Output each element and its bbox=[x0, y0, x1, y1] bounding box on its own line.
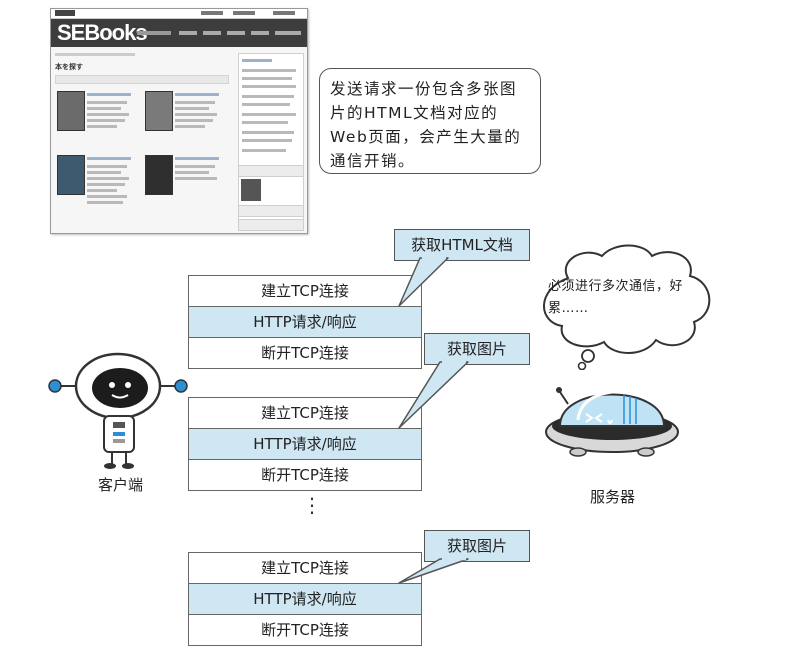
stack-row-http: HTTP请求/响应 bbox=[189, 428, 421, 459]
thumbnail-brand: SEBooks bbox=[57, 20, 148, 45]
callout-get-html: 获取HTML文档 bbox=[394, 229, 530, 261]
callout-get-image-2: 获取图片 bbox=[424, 530, 530, 562]
book-cover bbox=[145, 91, 173, 131]
stack-row-http: HTTP请求/响应 bbox=[189, 583, 421, 614]
stack-row-tcp-close: 断开TCP连接 bbox=[189, 614, 421, 645]
stack-row-tcp-open: 建立TCP连接 bbox=[261, 559, 349, 577]
book-cover bbox=[57, 91, 85, 131]
stack-row-tcp-open: 建立TCP连接 bbox=[261, 404, 349, 422]
explanation-note: 发送请求一份包含多张图片的HTML文档对应的Web页面，会产生大量的通信开销。 bbox=[319, 68, 541, 174]
explanation-text: 发送请求一份包含多张图片的HTML文档对应的Web页面，会产生大量的通信开销。 bbox=[330, 80, 522, 170]
book-cover bbox=[57, 155, 85, 195]
connection-stack-3: 建立TCP连接 HTTP请求/响应 断开TCP连接 bbox=[188, 552, 422, 646]
callout-pointer bbox=[398, 361, 469, 429]
connection-stack-1: 建立TCP连接 HTTP请求/响应 断开TCP连接 bbox=[188, 275, 422, 369]
thumbnail-heading: 本を探す bbox=[55, 63, 83, 71]
callout-pointer bbox=[398, 257, 449, 307]
connection-stack-2: 建立TCP连接 HTTP请求/响应 断开TCP连接 bbox=[188, 397, 422, 491]
thumbnail-top-strip bbox=[51, 9, 307, 19]
callout-pointer bbox=[398, 558, 469, 584]
stack-row-tcp-close: 断开TCP连接 bbox=[189, 459, 421, 490]
stack-row-tcp-open: 建立TCP连接 bbox=[261, 282, 349, 300]
server-label: 服务器 bbox=[590, 488, 636, 506]
callout-get-image-1: 获取图片 bbox=[424, 333, 530, 365]
client-label: 客户端 bbox=[98, 476, 144, 494]
thumbnail-sidebar bbox=[238, 53, 304, 231]
stack-row-tcp-close: 断开TCP连接 bbox=[189, 337, 421, 368]
thought-cloud-icon bbox=[543, 244, 711, 370]
server-dome-icon bbox=[545, 387, 679, 457]
book-cover bbox=[145, 155, 173, 195]
server-thought-text: 必须进行多次通信，好累…… bbox=[548, 279, 684, 316]
webpage-thumbnail: SEBooks 本を探す bbox=[50, 8, 308, 234]
stack-row-http: HTTP请求/响应 bbox=[189, 306, 421, 337]
client-robot-icon bbox=[48, 352, 188, 469]
